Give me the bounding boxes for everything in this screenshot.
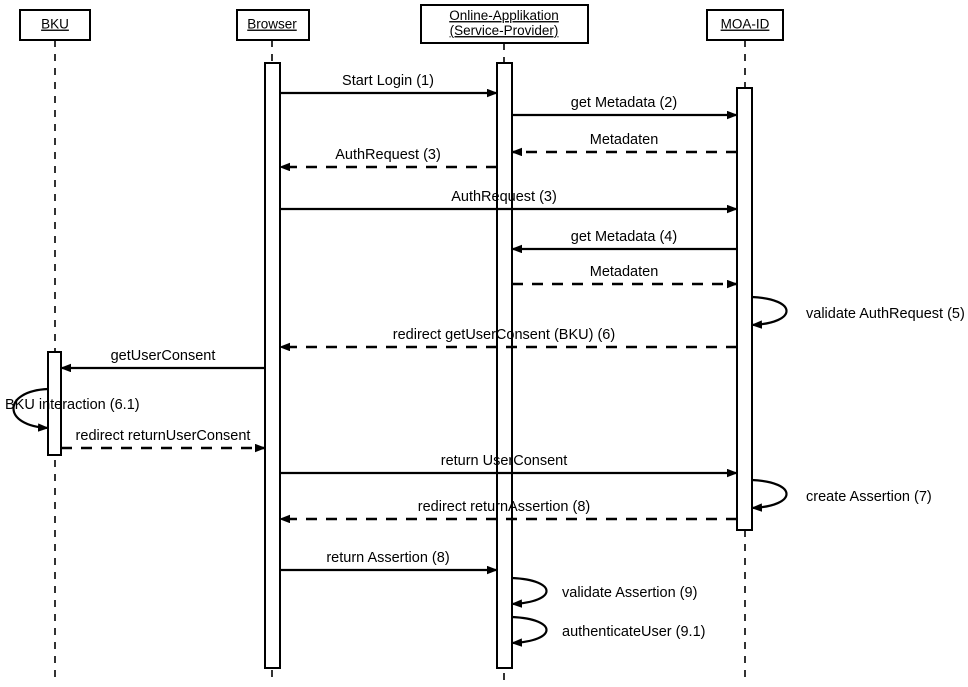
participant-box-oa bbox=[420, 4, 589, 44]
self-message-bku-interaction: BKU interaction (6.1) bbox=[5, 387, 140, 432]
message-3: Metadaten bbox=[511, 132, 737, 157]
participant-label-browser: Browser bbox=[247, 17, 297, 32]
message-label-11: return UserConsent bbox=[441, 453, 568, 469]
message-label-12: redirect returnAssertion (8) bbox=[418, 499, 590, 515]
message-label-7: Metadaten bbox=[590, 264, 659, 280]
self-message-label-create-assertion: create Assertion (7) bbox=[806, 489, 932, 505]
self-message-label-validate-auth-request: validate AuthRequest (5) bbox=[806, 306, 965, 322]
self-message-label-bku-interaction: BKU interaction (6.1) bbox=[5, 397, 140, 413]
participant-box-bku bbox=[19, 9, 91, 41]
messages-group: Start Login (1) get Metadata (2) Metadaten… bbox=[60, 73, 738, 575]
message-7: Metadaten bbox=[512, 264, 738, 289]
message-label-2: get Metadata (2) bbox=[571, 95, 677, 111]
message-label-9: getUserConsent bbox=[111, 348, 216, 364]
participant-header-oa[interactable]: Online-Applikation(Service-Provider) bbox=[420, 4, 589, 44]
message-12: redirect returnAssertion (8) bbox=[279, 499, 737, 524]
self-message-validate-auth-request: validate AuthRequest (5) bbox=[751, 295, 965, 329]
self-message-label-validate-assertion: validate Assertion (9) bbox=[562, 585, 697, 601]
participant-label-moaid: MOA-ID bbox=[721, 17, 770, 32]
message-label-6: get Metadata (4) bbox=[571, 229, 677, 245]
message-6: get Metadata (4) bbox=[511, 229, 737, 254]
self-message-validate-assertion: validate Assertion (9) bbox=[511, 576, 697, 608]
participant-header-bku[interactable]: BKU bbox=[19, 9, 91, 41]
participant-label-oa: Online-Applikation bbox=[449, 8, 559, 23]
message-label-8: redirect getUserConsent (BKU) (6) bbox=[393, 327, 615, 343]
self-message-arc-validate-auth-request bbox=[751, 295, 788, 329]
self-message-arc-create-assertion bbox=[751, 478, 788, 512]
self-messages-group: validate AuthRequest (5) BKU interaction … bbox=[5, 295, 965, 647]
act-oa bbox=[496, 62, 513, 669]
act-browser bbox=[264, 62, 281, 669]
message-8: redirect getUserConsent (BKU) (6) bbox=[279, 327, 737, 352]
self-message-arc-bku-interaction bbox=[12, 387, 49, 432]
message-1: Start Login (1) bbox=[280, 73, 498, 98]
self-message-arc-validate-assertion bbox=[511, 576, 548, 608]
self-message-arc-authenticate-user bbox=[511, 615, 548, 647]
act-moaid bbox=[736, 87, 753, 531]
participant-header-browser[interactable]: Browser bbox=[236, 9, 310, 41]
self-message-create-assertion: create Assertion (7) bbox=[751, 478, 932, 512]
message-11: return UserConsent bbox=[280, 453, 738, 478]
message-label-4: AuthRequest (3) bbox=[335, 147, 441, 163]
participant-label-bku: BKU bbox=[41, 17, 69, 32]
participant-headers-group: BKU Browser Online-Applikation(Service-Pro… bbox=[19, 4, 784, 44]
message-13: return Assertion (8) bbox=[280, 550, 498, 575]
self-message-authenticate-user: authenticateUser (9.1) bbox=[511, 615, 705, 647]
message-10: redirect returnUserConsent bbox=[61, 428, 266, 453]
self-message-label-authenticate-user: authenticateUser (9.1) bbox=[562, 624, 705, 640]
message-label-1: Start Login (1) bbox=[342, 73, 434, 89]
message-9: getUserConsent bbox=[60, 348, 265, 373]
message-5: AuthRequest (3) bbox=[280, 189, 738, 214]
message-label-5: AuthRequest (3) bbox=[451, 189, 557, 205]
activation-bars-group bbox=[47, 62, 753, 669]
participant-box-browser bbox=[236, 9, 310, 41]
message-label-3: Metadaten bbox=[590, 132, 659, 148]
message-label-13: return Assertion (8) bbox=[326, 550, 449, 566]
act-bku bbox=[47, 351, 62, 456]
message-4: AuthRequest (3) bbox=[279, 147, 497, 172]
message-2: get Metadata (2) bbox=[512, 95, 738, 120]
participant-header-moaid[interactable]: MOA-ID bbox=[706, 9, 784, 41]
participant-label-oa: (Service-Provider) bbox=[450, 23, 559, 38]
participant-box-moaid bbox=[706, 9, 784, 41]
message-label-10: redirect returnUserConsent bbox=[76, 428, 251, 444]
